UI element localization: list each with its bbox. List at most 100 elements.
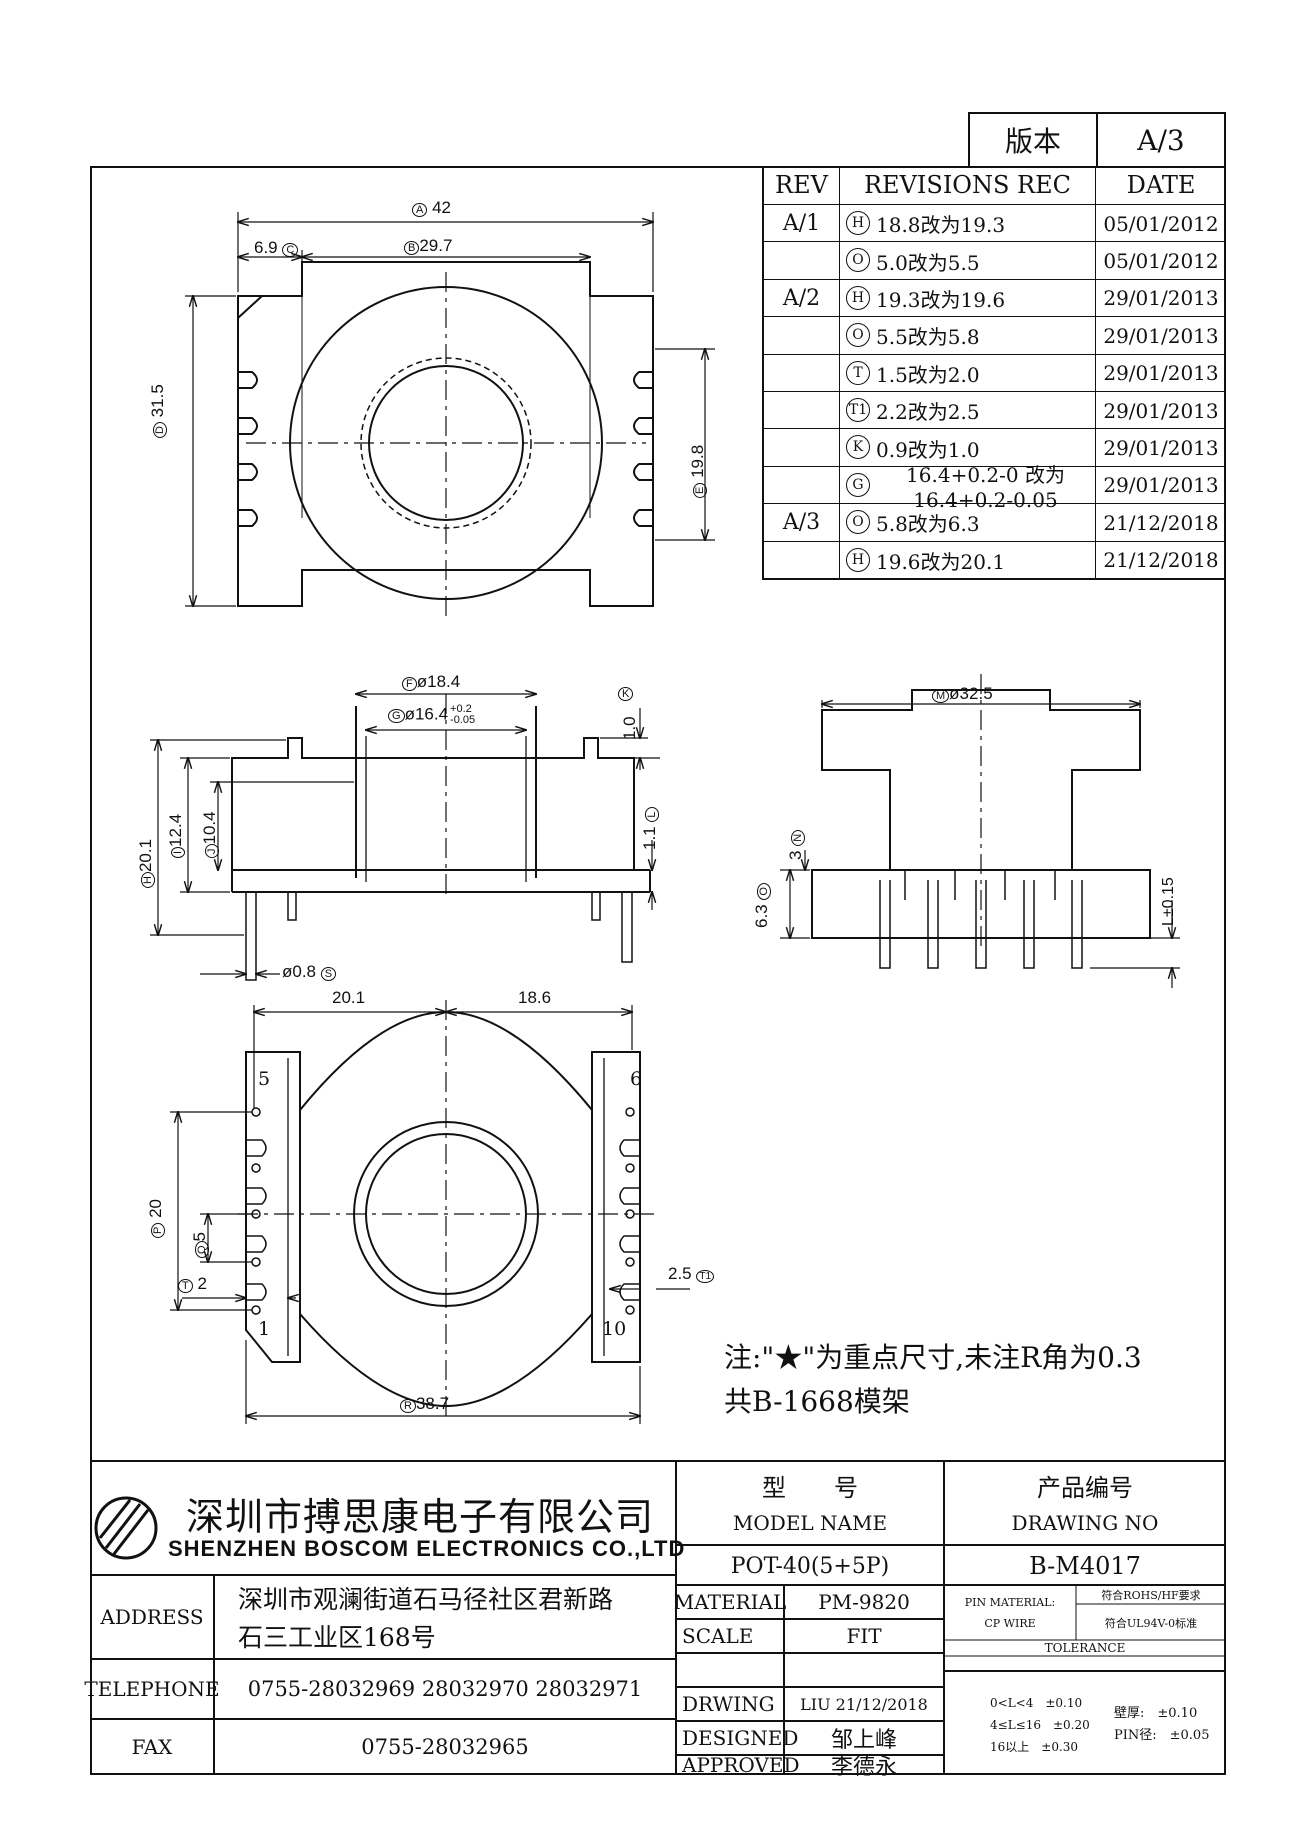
revision-id — [764, 429, 840, 467]
dim-h-mark: H — [141, 872, 155, 888]
dim-e: 19.8 — [688, 444, 707, 478]
dim-l-mark: L — [645, 807, 659, 822]
revision-date: 29/01/2013 — [1103, 398, 1219, 423]
drawing-label-cn: 产品编号 — [1037, 1473, 1133, 1502]
revision-text: 19.3改为19.6 — [876, 279, 1096, 318]
material-label: MATERIAL — [673, 1590, 787, 1614]
pin-5-label: 5 — [258, 1068, 271, 1090]
revision-date: 29/01/2013 — [1103, 473, 1219, 498]
revision-mark: G — [846, 472, 870, 497]
revision-mark: T1 — [846, 398, 870, 422]
dim-t: 2 — [197, 1274, 207, 1293]
dim-c: 6.9 — [254, 238, 278, 257]
revision-text: 18.8改为19.3 — [876, 205, 1096, 243]
dim-b-mark: B — [404, 241, 420, 255]
revision-id — [764, 354, 840, 392]
revision-mark: H — [846, 285, 870, 310]
revision-mark: O — [846, 510, 870, 535]
revision-text: 5.8改为6.3 — [876, 504, 1096, 542]
revision-text: 1.5改为2.0 — [876, 354, 1096, 392]
dim-q: 5 — [190, 1231, 209, 1242]
revision-date: 05/01/2012 — [1103, 249, 1219, 274]
dim-r-mark: R — [400, 1399, 416, 1413]
dim-f-mark: F — [402, 677, 417, 691]
rev-header: REV — [764, 166, 840, 204]
approved-value: 李德永 — [830, 1755, 897, 1780]
revision-text: 5.5改为5.8 — [876, 317, 1096, 355]
material-value: PM-9820 — [818, 1590, 910, 1614]
dim-f: ø18.4 — [416, 672, 461, 691]
revision-id: A/2 — [764, 279, 840, 318]
dim-j-mark: J — [205, 844, 219, 858]
company-name-cn: 深圳市搏思康电子有限公司 — [186, 1495, 655, 1539]
address-line-1: 深圳市观澜街道石马径社区君新路 — [238, 1585, 614, 1614]
scale-label: SCALE — [682, 1624, 754, 1648]
dim-c-mark: C — [282, 243, 299, 257]
revision-id — [764, 317, 840, 355]
dim-o-mark: O — [757, 883, 771, 900]
tolerance-1: 0<L<4 ±0.10 — [990, 1696, 1083, 1710]
pin-material-value: 符合ROHS/HF要求 — [1101, 1589, 1201, 1602]
revisions-rec-header: REVISIONS REC — [840, 166, 1096, 204]
revision-mark: T — [846, 360, 870, 385]
dim-t1: 2.5 — [668, 1264, 692, 1283]
note-line-1: 注:"★"为重点尺寸,未注R角为0.3 — [724, 1341, 1142, 1374]
drawing-label-en: DRAWING NO — [1011, 1511, 1159, 1535]
dim-k: 1.0 — [620, 716, 639, 740]
revision-text: 19.6改为20.1 — [876, 541, 1096, 579]
dim-a: 42 — [432, 198, 451, 217]
dim-j: 10.4 — [200, 811, 219, 845]
pin-10-label: 10 — [602, 1318, 627, 1340]
revision-date: 05/01/2012 — [1103, 211, 1219, 236]
dim-q-mark: Q — [195, 1241, 209, 1258]
dim-g-mark: G — [388, 709, 405, 724]
dim-r: 38.7 — [415, 1394, 450, 1413]
pin-1-label: 1 — [258, 1318, 271, 1340]
model-value: POT-40(5+5P) — [730, 1553, 890, 1579]
drawing-by-value: LIU 21/12/2018 — [800, 1694, 928, 1714]
dim-d: 31.5 — [148, 384, 167, 418]
company-logo — [94, 1496, 158, 1560]
dim-h: 20.1 — [136, 838, 155, 873]
dim-d-mark: D — [153, 422, 167, 438]
tolerance-label: TOLERANCE — [1044, 1641, 1126, 1655]
dim-k-mark: K — [618, 687, 634, 701]
revision-mark: H — [846, 547, 870, 572]
fax-value: 0755-28032965 — [361, 1735, 529, 1759]
company-name-en: SHENZHEN BOSCOM ELECTRONICS CO.,LTD — [168, 1536, 686, 1561]
scale-value: FIT — [846, 1624, 882, 1648]
dim-n-mark: N — [791, 829, 805, 846]
cp-wire-value: 符合UL94V-0标准 — [1104, 1617, 1198, 1630]
model-label-en: MODEL NAME — [732, 1511, 888, 1535]
note-line-2: 共B-1668模架 — [724, 1385, 910, 1418]
model-label-cn: 型 号 — [762, 1473, 858, 1502]
tolerance-2: 4≤L≤16 ±0.20 — [990, 1718, 1090, 1732]
dim-s: ø0.8 — [282, 962, 317, 981]
dim-g: ø16.4 — [404, 704, 449, 724]
revision-id: A/1 — [764, 205, 840, 243]
dim-top-left: 20.1 — [332, 988, 366, 1007]
dim-m: ø32.5 — [949, 684, 993, 703]
address-label: ADDRESS — [100, 1605, 204, 1629]
dim-lpin: L±0.15 — [1160, 877, 1177, 926]
dim-l: 1.1 — [640, 826, 659, 850]
dim-n: 3 — [786, 850, 805, 860]
dim-b: 29.7 — [419, 236, 453, 255]
approved-label: APPROVED — [682, 1753, 800, 1777]
wall-tolerance: 壁厚: ±0.10 — [1114, 1706, 1198, 1721]
revision-id: A/3 — [764, 504, 840, 542]
dim-t1-mark: T1 — [696, 1270, 715, 1283]
dim-p: 20 — [146, 1199, 165, 1218]
drawing-frame — [90, 166, 1226, 1775]
dim-g-tol-up: +0.2 — [450, 703, 472, 715]
